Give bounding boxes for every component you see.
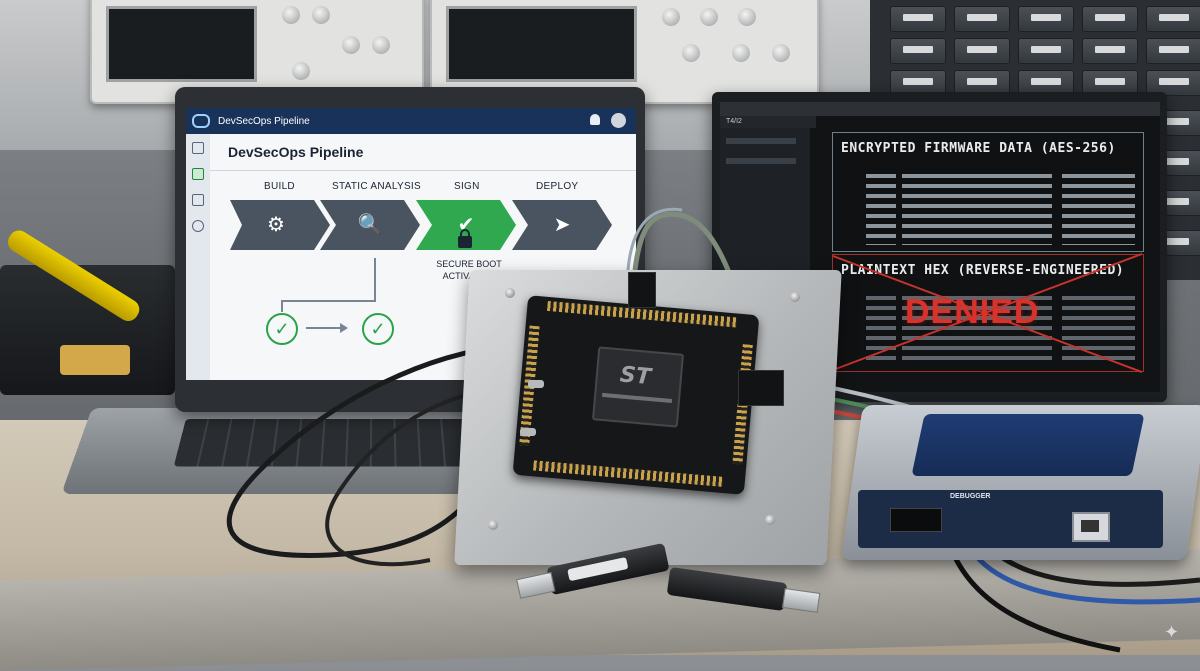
oscilloscope-knob — [738, 8, 756, 26]
lock-nav-icon[interactable] — [192, 168, 204, 180]
divider — [210, 170, 636, 171]
app-topbar: DevSecOps Pipeline — [186, 108, 636, 134]
plaintext-hex-dump — [841, 285, 1135, 365]
parts-bin — [1018, 6, 1074, 32]
hex-rows-graphic — [866, 174, 1135, 245]
hex-rows-graphic — [866, 296, 1135, 360]
parts-bin — [890, 38, 946, 64]
parts-bin — [1082, 70, 1138, 96]
stage-chevron-sign[interactable] — [416, 200, 516, 250]
stage-label-sign: SIGN — [454, 181, 480, 192]
oscilloscope-knob — [682, 44, 700, 62]
parts-bin — [1018, 38, 1074, 64]
bell-icon[interactable] — [590, 114, 600, 125]
arrow-right-icon — [306, 323, 348, 333]
screw — [505, 288, 515, 298]
screw — [765, 515, 775, 525]
rocket-icon: ➤ — [553, 214, 571, 236]
sparkle-icon: ✦ — [1164, 622, 1180, 642]
oscilloscope-knob — [772, 44, 790, 62]
oscilloscope-screen — [446, 6, 637, 82]
usb-c-port[interactable] — [528, 380, 544, 388]
soldering-sponge — [60, 345, 130, 375]
check-circle-icon: ✓ — [362, 313, 394, 345]
oscilloscope-knob — [662, 8, 680, 26]
stage-label-static-analysis: STATIC ANALYSIS — [332, 181, 421, 192]
flow-connector — [374, 258, 376, 300]
debugger-idc-port[interactable] — [890, 508, 942, 532]
encrypted-heading: ENCRYPTED FIRMWARE DATA (AES-256) — [841, 141, 1116, 156]
parts-bin — [954, 6, 1010, 32]
settings-icon[interactable] — [192, 220, 204, 232]
parts-bin — [890, 6, 946, 32]
encrypted-data-panel: ENCRYPTED FIRMWARE DATA (AES-256) — [832, 132, 1144, 252]
parts-bin — [1146, 70, 1200, 96]
usb-cable — [226, 342, 521, 559]
debugger-label: DEBUGGER — [950, 493, 991, 500]
stage-label-deploy: DEPLOY — [536, 181, 579, 192]
sidebar-entry[interactable] — [726, 138, 796, 144]
screw — [790, 292, 800, 302]
oscilloscope-knob — [372, 36, 390, 54]
oscilloscope-right — [430, 0, 819, 104]
app-topbar-title: DevSecOps Pipeline — [218, 115, 310, 127]
top-connector[interactable] — [628, 272, 656, 308]
app-sidebar — [186, 134, 210, 380]
oscilloscope-left — [90, 0, 424, 104]
ethernet-port[interactable] — [1072, 512, 1110, 542]
oscilloscope-knob — [292, 62, 310, 80]
oscilloscope-knob — [342, 36, 360, 54]
jtag-connector[interactable] — [738, 370, 784, 406]
stage-chevron-static-analysis[interactable] — [320, 200, 420, 250]
stage-label-build: BUILD — [264, 181, 295, 192]
denied-stamp: DENIED — [905, 293, 1040, 331]
hex-editor-tab[interactable]: T4/I2 — [720, 116, 816, 128]
list-icon[interactable] — [192, 194, 204, 206]
microcontroller-chip: ST — [591, 346, 685, 428]
stage-chevron-deploy[interactable] — [512, 200, 612, 250]
check-circle-icon: ✓ — [266, 313, 298, 345]
parts-bin — [954, 38, 1010, 64]
oscilloscope-screen — [106, 6, 258, 82]
gear-icon: ⚙ — [267, 214, 285, 236]
hex-editor-menubar — [720, 102, 1160, 116]
plaintext-data-panel: PLAINTEXT HEX (REVERSE-ENGINEERED) DENIE… — [832, 252, 1144, 374]
oscilloscope-knob — [732, 44, 750, 62]
debugger-top-panel — [911, 414, 1145, 476]
ribbon-cable-top — [632, 211, 733, 276]
parts-bin — [1146, 38, 1200, 64]
ribbon-cable-top — [626, 207, 683, 271]
flow-connector — [281, 300, 376, 302]
parts-bin — [1082, 6, 1138, 32]
usb-cable — [325, 383, 526, 567]
oscilloscope-knob — [312, 6, 330, 24]
oscilloscope-knob — [282, 6, 300, 24]
oscilloscope-knob — [700, 8, 718, 26]
encrypted-hex-dump — [841, 163, 1135, 245]
home-icon[interactable] — [192, 142, 204, 154]
lock-icon — [458, 229, 472, 248]
sidebar-entry[interactable] — [726, 158, 796, 164]
usb-c-port[interactable] — [520, 428, 536, 436]
document-search-icon: 🔍 — [357, 214, 383, 236]
avatar[interactable] — [611, 113, 626, 128]
flow-connector — [281, 300, 283, 312]
app-logo-icon — [192, 114, 210, 128]
chip-marking — [602, 392, 673, 404]
stage-chevron-build[interactable] — [230, 200, 330, 250]
page-title: DevSecOps Pipeline — [228, 144, 364, 160]
plaintext-heading: PLAINTEXT HEX (REVERSE-ENGINEERED) — [841, 263, 1125, 278]
screw — [488, 520, 498, 530]
parts-bin — [1082, 38, 1138, 64]
parts-bin — [1146, 6, 1200, 32]
chip-logo: ST — [618, 362, 652, 391]
usb-label — [567, 557, 629, 582]
